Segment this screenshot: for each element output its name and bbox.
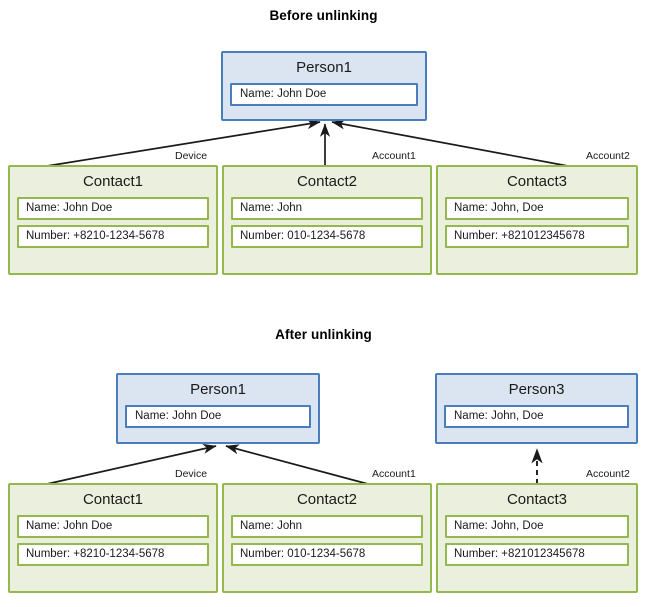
before-contact1-node[interactable]: Contact1 Name: John Doe Number: +8210-12… bbox=[8, 165, 218, 275]
after-person3-title: Person3 bbox=[508, 381, 565, 398]
after-person3-node[interactable]: Person3 Name: John, Doe bbox=[435, 373, 638, 444]
before-contact2-number-field[interactable]: Number: 010-1234-5678 bbox=[231, 225, 423, 248]
edge-contact3-to-person1 bbox=[331, 119, 569, 167]
before-contact2-name-field[interactable]: Name: John bbox=[231, 197, 423, 220]
after-edge-label-device: Device bbox=[175, 468, 208, 480]
after-contact2-node[interactable]: Contact2 Name: John Number: 010-1234-567… bbox=[222, 483, 432, 593]
before-contact3-title: Contact3 bbox=[506, 173, 568, 190]
section-title-after: After unlinking bbox=[275, 327, 372, 342]
before-contact2-node[interactable]: Contact2 Name: John Number: 010-1234-567… bbox=[222, 165, 432, 275]
section-title-before: Before unlinking bbox=[269, 8, 378, 23]
before-person1-name-field[interactable]: Name: John Doe bbox=[230, 83, 418, 106]
after-contact2-name-field[interactable]: Name: John bbox=[231, 515, 423, 538]
edge-contact2-to-person1-after bbox=[225, 444, 369, 485]
before-contact1-number-field[interactable]: Number: +8210-1234-5678 bbox=[17, 225, 209, 248]
after-contact1-name-field[interactable]: Name: John Doe bbox=[17, 515, 209, 538]
after-contact1-number-field[interactable]: Number: +8210-1234-5678 bbox=[17, 543, 209, 566]
after-edge-label-account2: Account2 bbox=[586, 468, 630, 480]
after-contact3-title: Contact3 bbox=[506, 491, 568, 508]
before-person1-node[interactable]: Person1 Name: John Doe bbox=[221, 51, 427, 121]
before-edge-label-device: Device bbox=[175, 150, 208, 162]
after-person1-title: Person1 bbox=[190, 381, 246, 398]
before-edges bbox=[46, 119, 569, 167]
before-contact1-title: Contact1 bbox=[82, 173, 144, 190]
after-edge-label-account1: Account1 bbox=[372, 468, 416, 480]
after-contact2-number-field[interactable]: Number: 010-1234-5678 bbox=[231, 543, 423, 566]
after-contact1-node[interactable]: Contact1 Name: John Doe Number: +8210-12… bbox=[8, 483, 218, 593]
before-contact3-name-field[interactable]: Name: John, Doe bbox=[445, 197, 629, 220]
after-person3-name-field[interactable]: Name: John, Doe bbox=[444, 405, 629, 428]
before-contact2-title: Contact2 bbox=[296, 173, 358, 190]
after-contact3-name-field[interactable]: Name: John, Doe bbox=[445, 515, 629, 538]
before-person1-title: Person1 bbox=[296, 59, 352, 76]
before-contact3-number-field[interactable]: Number: +821012345678 bbox=[445, 225, 629, 248]
before-edge-label-account1: Account1 bbox=[372, 150, 416, 162]
before-edge-label-account2: Account2 bbox=[586, 150, 630, 162]
after-edges bbox=[46, 443, 543, 485]
after-contact3-node[interactable]: Contact3 Name: John, Doe Number: +821012… bbox=[436, 483, 638, 593]
after-person1-name-field[interactable]: Name: John Doe bbox=[125, 405, 311, 428]
after-contact1-title: Contact1 bbox=[82, 491, 144, 508]
after-contact3-number-field[interactable]: Number: +821012345678 bbox=[445, 543, 629, 566]
before-contact3-node[interactable]: Contact3 Name: John, Doe Number: +821012… bbox=[436, 165, 638, 275]
after-person1-node[interactable]: Person1 Name: John Doe bbox=[116, 373, 320, 444]
after-contact2-title: Contact2 bbox=[296, 491, 358, 508]
before-contact1-name-field[interactable]: Name: John Doe bbox=[17, 197, 209, 220]
